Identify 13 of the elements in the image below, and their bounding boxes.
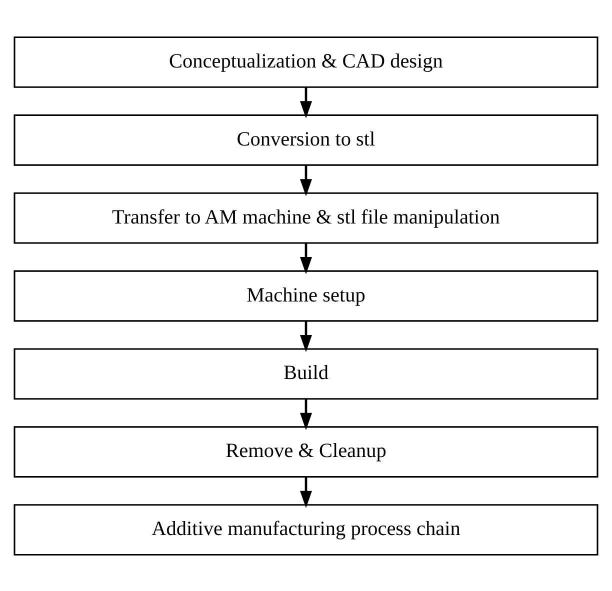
- node-box: Build: [14, 348, 598, 400]
- node-box: Machine setup: [14, 270, 598, 322]
- arrow: [300, 86, 312, 118]
- node-box: Conceptualization & CAD design: [14, 36, 598, 88]
- arrow: [300, 164, 312, 196]
- node-box: Transfer to AM machine & stl file manipulation: [14, 192, 598, 244]
- node-box: Remove & Cleanup: [14, 426, 598, 478]
- arrow: [300, 398, 312, 430]
- node-box: Additive manufacturing process chain: [14, 504, 598, 556]
- node-box: Conversion to stl: [14, 114, 598, 166]
- arrow: [300, 476, 312, 508]
- arrow: [300, 242, 312, 274]
- arrow: [300, 320, 312, 352]
